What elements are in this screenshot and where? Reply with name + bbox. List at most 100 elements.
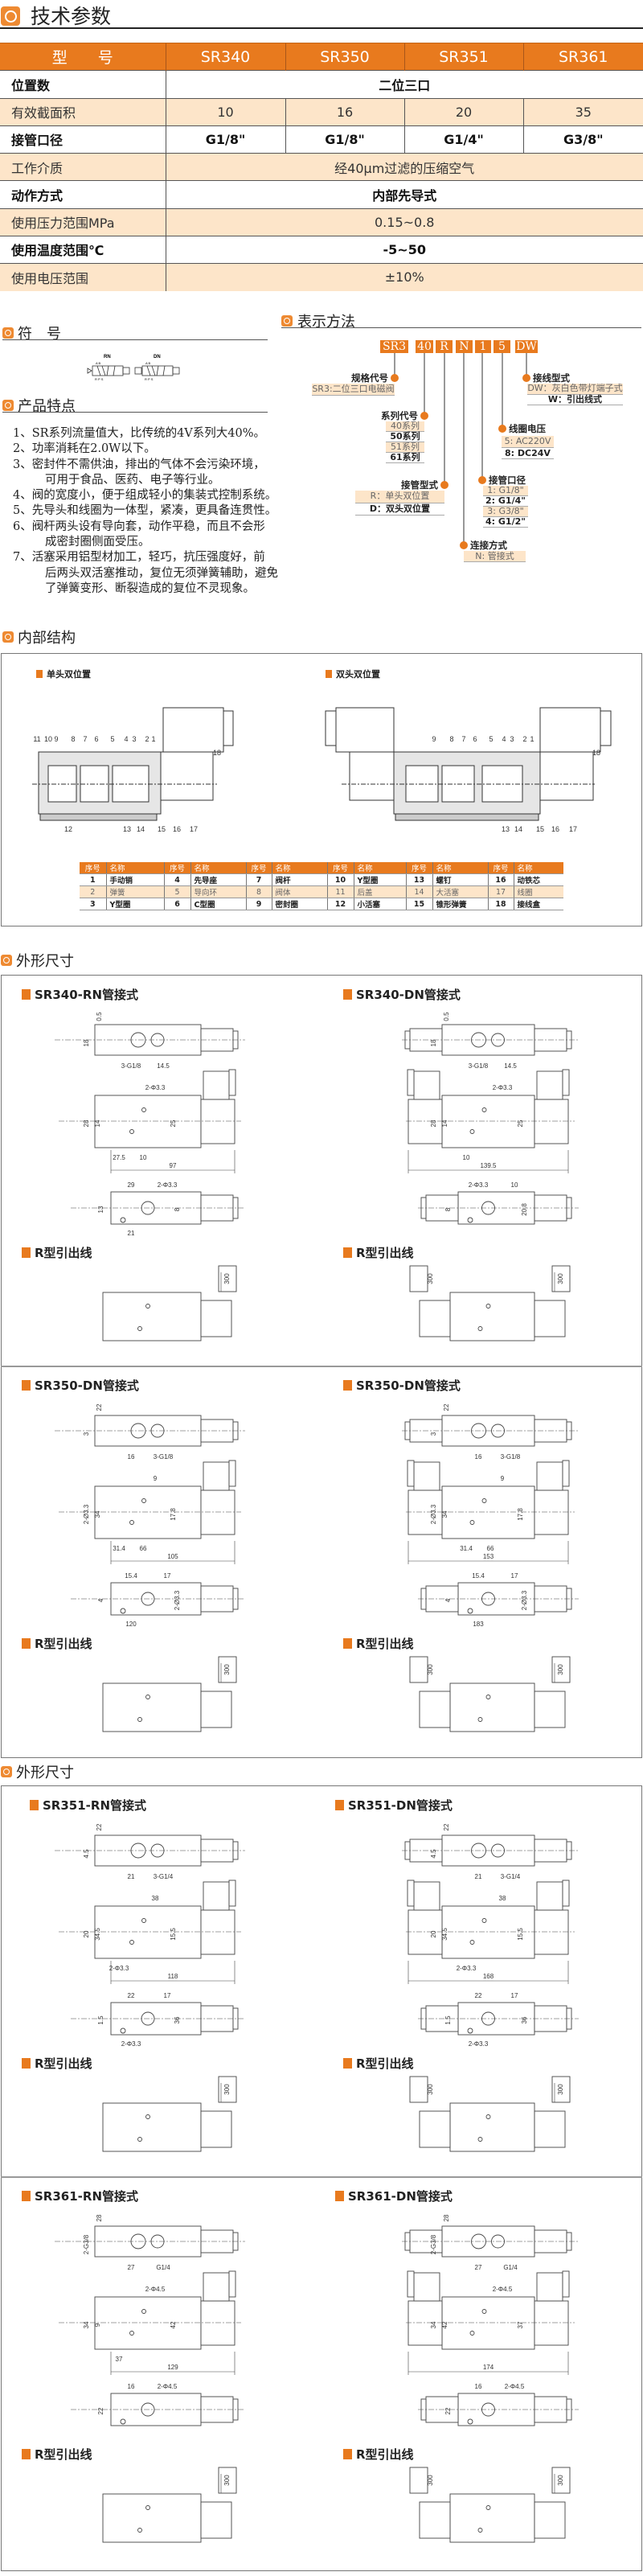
drawing-part — [102, 1292, 202, 1341]
dimensions-box — [1, 1785, 642, 2571]
dimension-label: 42 — [170, 2321, 177, 2328]
port-hole — [137, 1717, 142, 1722]
dimension-label: 13 — [97, 1206, 104, 1213]
emblem-icon — [2, 327, 14, 339]
header-cell: 型 号 — [0, 42, 166, 71]
leader-dot — [498, 425, 506, 433]
row-label: 使用电压范围 — [0, 262, 166, 291]
dimension-label: 20 — [83, 1930, 90, 1937]
drawing-part — [534, 1489, 569, 1535]
part-name-cell: Y型圈 — [353, 873, 406, 886]
feature-item: 1、SR系列流量值大，比传统的4V系列大40%。 — [13, 426, 278, 442]
drawing-part — [200, 1300, 232, 1337]
section-title: 外形尺寸 — [16, 953, 74, 970]
part-number: 9 — [432, 735, 436, 743]
dimension-label: 15.5 — [517, 1928, 524, 1941]
part-number: 13 — [502, 825, 510, 833]
port-hole — [481, 1918, 487, 1923]
dimension-label: 2-Φ3.3 — [109, 1965, 129, 1972]
drawing-part — [551, 2467, 571, 2494]
part-number: 9 — [54, 735, 58, 743]
drawing-subtitle: R型引出线 — [22, 1635, 92, 1652]
part-number-cell: 17 — [487, 885, 514, 898]
part-name-cell: C型圈 — [190, 898, 246, 910]
option-item: 2: G1/4" — [483, 496, 528, 507]
wire-length-label: 300 — [427, 2475, 434, 2486]
drawing-part — [200, 1909, 235, 1955]
drawing-part — [102, 2102, 202, 2152]
row-value: 10 — [165, 97, 285, 126]
row-value: 内部先导式 — [165, 180, 643, 208]
dimension-label: 31.4 — [460, 1545, 473, 1552]
dimension-label: 2-Ø3.3 — [174, 1590, 181, 1610]
symbol-ports-top: A B — [96, 361, 101, 365]
dimension-label: 4 — [97, 1598, 104, 1602]
model-header-cell: SR350 — [285, 42, 404, 71]
symbol-dn — [134, 365, 180, 376]
symbol-dn-label: DN — [154, 355, 161, 359]
double-coil-label: 双头双位置 — [326, 668, 380, 680]
dimension-label: 16 — [128, 2383, 135, 2390]
part-number: 8 — [71, 735, 75, 743]
page-title: 技术参数 — [31, 5, 112, 28]
part-name-cell: 弹簧 — [105, 885, 164, 898]
spec-row: 位置数二位三口 — [0, 70, 643, 98]
option-item: 61系列 — [386, 453, 424, 463]
dimension-label: 10 — [140, 1154, 147, 1161]
port-hole — [141, 1107, 146, 1112]
port-hole — [485, 2114, 491, 2119]
port-hole — [485, 1695, 491, 1699]
header-cell: 名称 — [105, 862, 164, 874]
section-title: 产品特点 — [18, 398, 76, 415]
row-value: 16 — [285, 97, 404, 126]
feature-line: 了弹簧变形、断裂造成的复位不灵现象。 — [45, 581, 255, 595]
drawing-part — [419, 2110, 451, 2148]
part-number: 16 — [173, 825, 181, 833]
drawing-part — [441, 1905, 535, 1959]
drawing-part — [39, 813, 158, 821]
part-number-cell: 7 — [245, 873, 272, 886]
drawing-part — [600, 710, 612, 746]
drawing-part — [534, 2300, 569, 2346]
dimension-label: 34 — [430, 2321, 437, 2328]
port-hole — [469, 1940, 475, 1945]
part-number-cell: 12 — [326, 898, 354, 910]
wire-length-label: 300 — [557, 2084, 564, 2095]
spec-row: 使用温度范围℃-5~50 — [0, 235, 643, 264]
wire-length-label: 300 — [427, 1664, 434, 1675]
drawing-part — [562, 2270, 570, 2298]
section-title: 外形尺寸 — [16, 1765, 74, 1781]
divider — [2, 339, 268, 340]
dimension-label: 2-Φ3.3 — [469, 1181, 489, 1189]
dimension-label: 2-Φ4.5 — [145, 2286, 166, 2293]
part-number: 16 — [551, 825, 559, 833]
option-group-title: 接管口径 — [489, 475, 526, 486]
feature-line: 成密封圈侧面受压。 — [45, 536, 150, 549]
drawing-part — [395, 813, 539, 821]
dimension-label-overall: 174 — [483, 2364, 494, 2371]
feature-item: 4、阀的宽度小，便于组成轻小的集装式控制系统。 — [13, 488, 278, 503]
feature-line: 4、阀的宽度小，便于组成轻小的集装式控制系统。 — [13, 489, 277, 503]
port-hole — [477, 2528, 483, 2533]
code-segment: SR3 — [380, 340, 408, 353]
part-number: 1 — [151, 735, 155, 743]
part-number-cell: 8 — [245, 885, 272, 898]
dimension-label: 37 — [517, 2321, 524, 2328]
dimension-label: 21 — [475, 1873, 482, 1880]
drawing-part — [419, 1691, 451, 1728]
part-number: 8 — [449, 735, 453, 743]
dimension-label: 17 — [164, 1572, 171, 1580]
port-hole — [129, 1940, 134, 1945]
part-number: 10 — [44, 735, 52, 743]
drawing-part — [203, 1461, 230, 1491]
row-value: ±10% — [165, 262, 643, 291]
option-item: 8: DC24V — [502, 448, 554, 459]
part-number: 18 — [213, 749, 221, 757]
spec-row: 工作介质经40μm过滤的压缩空气 — [0, 152, 643, 181]
dimension-label: 15.4 — [472, 1572, 485, 1580]
feature-item: 3、密封件不需供油，排出的气体不会污染环境，可用于食品、医药、电子等行业。 — [13, 458, 278, 489]
drawing-part — [449, 2102, 535, 2152]
